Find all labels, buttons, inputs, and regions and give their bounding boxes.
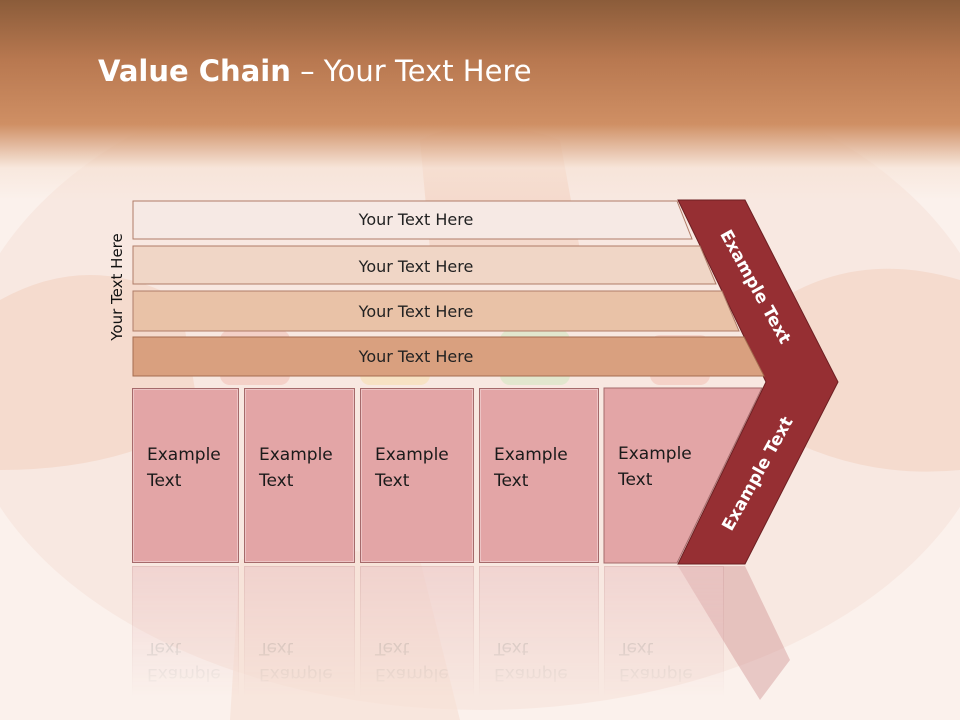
- bar-4-label: Your Text Here: [358, 347, 474, 366]
- box-1-label: Example Text: [147, 445, 221, 491]
- box-4-label: Example Text: [494, 445, 568, 491]
- header-band: [0, 0, 960, 200]
- box-4: Example Text: [479, 388, 599, 563]
- box-3-label: Example Text: [375, 445, 449, 491]
- slide-title: Value Chain – Your Text Here: [98, 54, 532, 88]
- box-5-label: Example Text: [618, 444, 692, 490]
- box-5-arrow-shape: [603, 387, 763, 564]
- box-3: Example Text: [360, 388, 474, 563]
- bar-3: [132, 290, 740, 332]
- title-rest: – Your Text Here: [290, 54, 532, 88]
- box-1: Example Text: [132, 388, 239, 563]
- title-bold: Value Chain: [98, 54, 291, 88]
- box-2-label: Example Text: [259, 445, 333, 491]
- box-2: Example Text: [244, 388, 355, 563]
- bar-2: [132, 245, 717, 285]
- box-5-label-area: Example Text: [604, 388, 714, 563]
- bar-1-label: Your Text Here: [358, 210, 474, 229]
- bar-4: [132, 336, 765, 377]
- chevron-shape: [677, 199, 839, 565]
- bar-3-label: Your Text Here: [358, 302, 474, 321]
- bar-2-label: Your Text Here: [358, 257, 474, 276]
- bar-1: [132, 200, 693, 240]
- chevron-reflection: [678, 566, 790, 700]
